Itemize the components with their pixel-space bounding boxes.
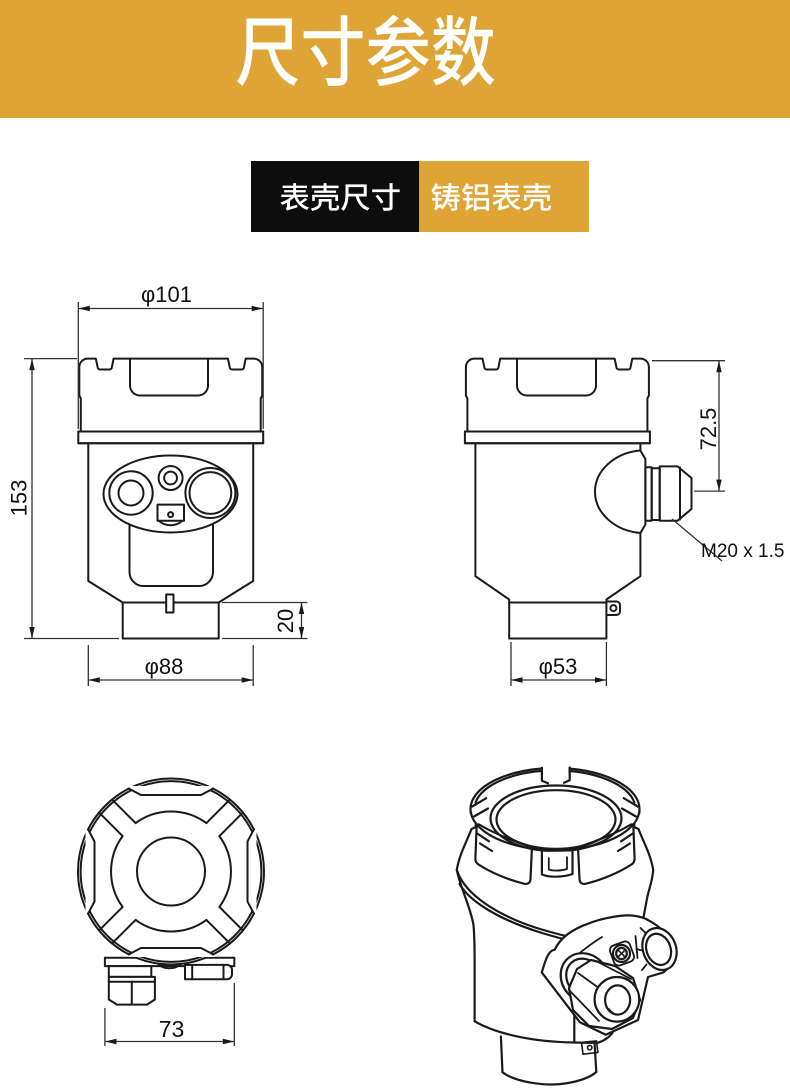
svg-text:20: 20 bbox=[273, 609, 298, 633]
svg-text:72.5: 72.5 bbox=[696, 408, 721, 451]
svg-text:153: 153 bbox=[7, 480, 32, 517]
svg-text:M20 x 1.5: M20 x 1.5 bbox=[701, 541, 784, 562]
svg-text:73: 73 bbox=[159, 1016, 185, 1042]
svg-text:φ88: φ88 bbox=[145, 654, 184, 679]
svg-text:φ101: φ101 bbox=[141, 282, 192, 307]
svg-text:φ53: φ53 bbox=[539, 654, 578, 679]
